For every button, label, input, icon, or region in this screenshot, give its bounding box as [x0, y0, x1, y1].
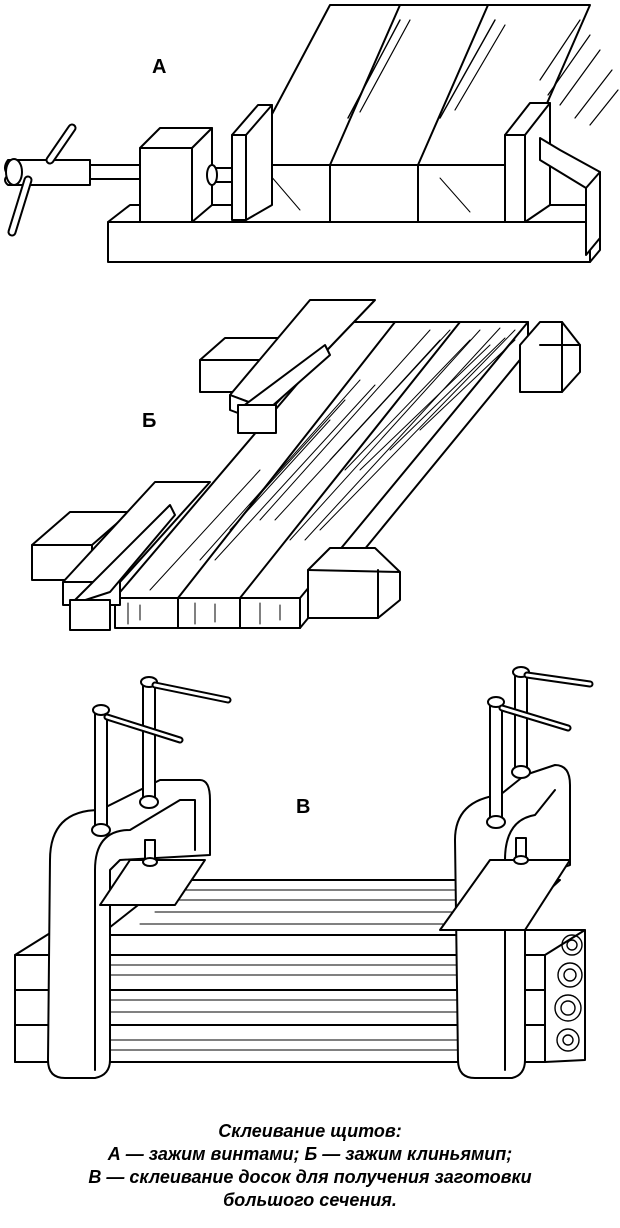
caption-line-2: В — склеивание досок для получения загот… [88, 1167, 532, 1187]
caption-title: Склеивание щитов: [218, 1121, 402, 1141]
figure-a-screw-clamp [4, 4, 619, 263]
label-b: Б [142, 410, 157, 432]
figure-b-wedge-clamp [31, 299, 581, 631]
figure-caption: Склеивание щитов: А — зажим винтами; Б —… [0, 1120, 620, 1212]
label-v: В [296, 796, 311, 818]
caption-line-3: большого сечения. [223, 1190, 397, 1210]
boards-a [244, 4, 619, 223]
figure-v-frame-clamps [14, 666, 594, 1079]
caption-line-1: А — зажим винтами; Б — зажим клиньямип; [107, 1144, 513, 1164]
label-a: А [152, 56, 167, 78]
